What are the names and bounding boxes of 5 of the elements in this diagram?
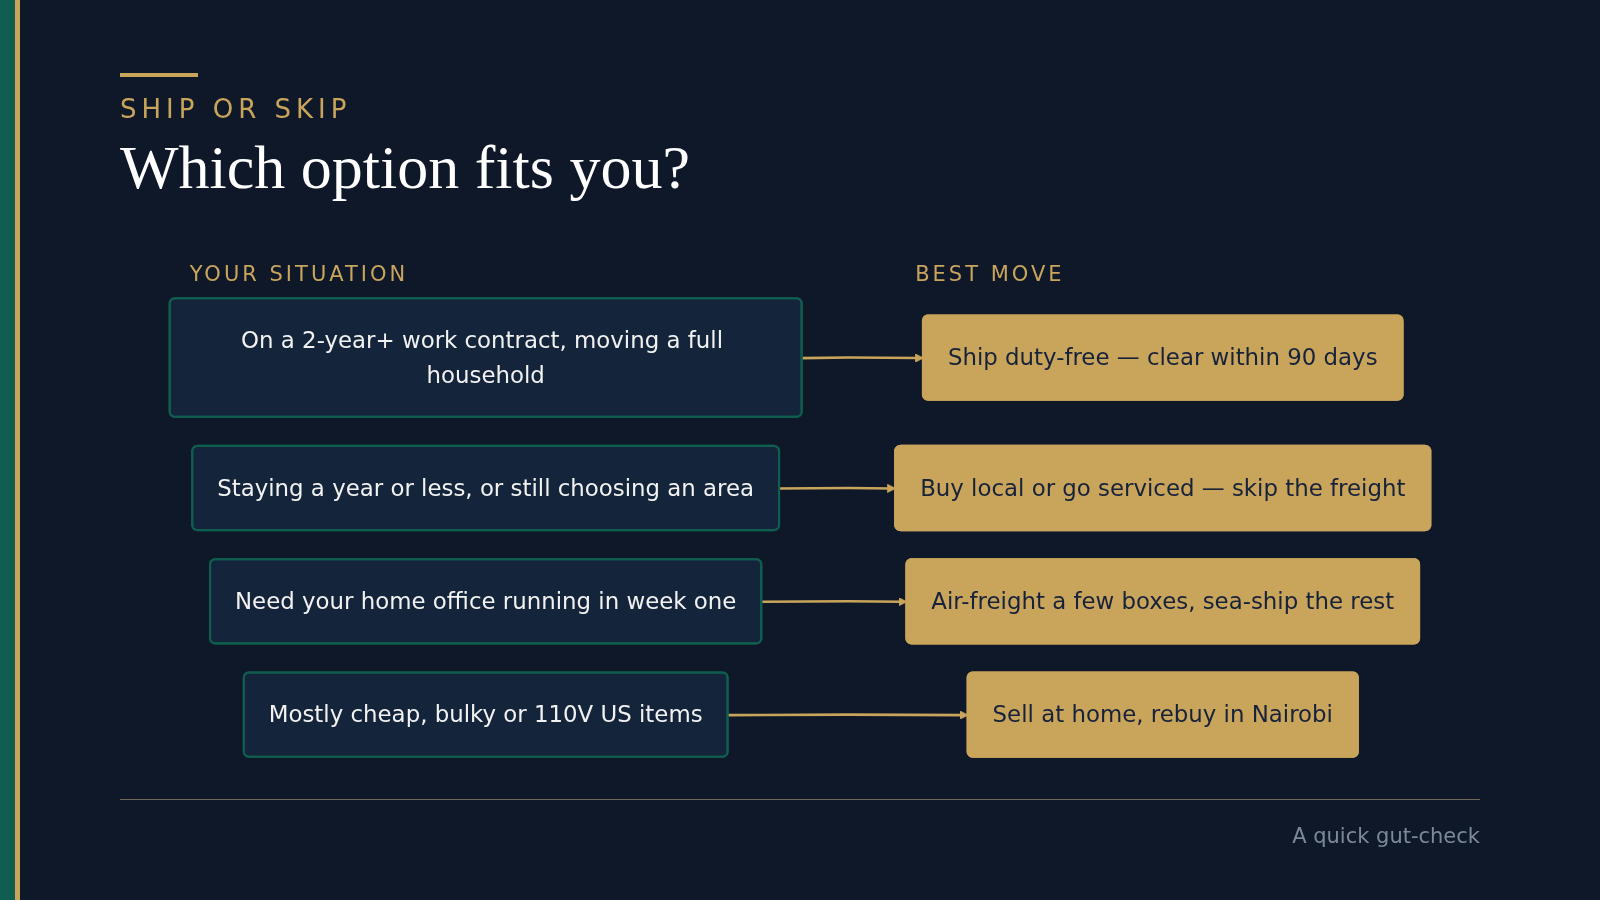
title: Which option fits you? (120, 132, 690, 203)
caption: A quick gut-check (1292, 824, 1480, 848)
column-heading: BEST MOVE (915, 262, 1065, 287)
kicker-text: SHIP OR SKIP (120, 94, 352, 124)
column-heading: YOUR SITUATION (189, 262, 409, 287)
